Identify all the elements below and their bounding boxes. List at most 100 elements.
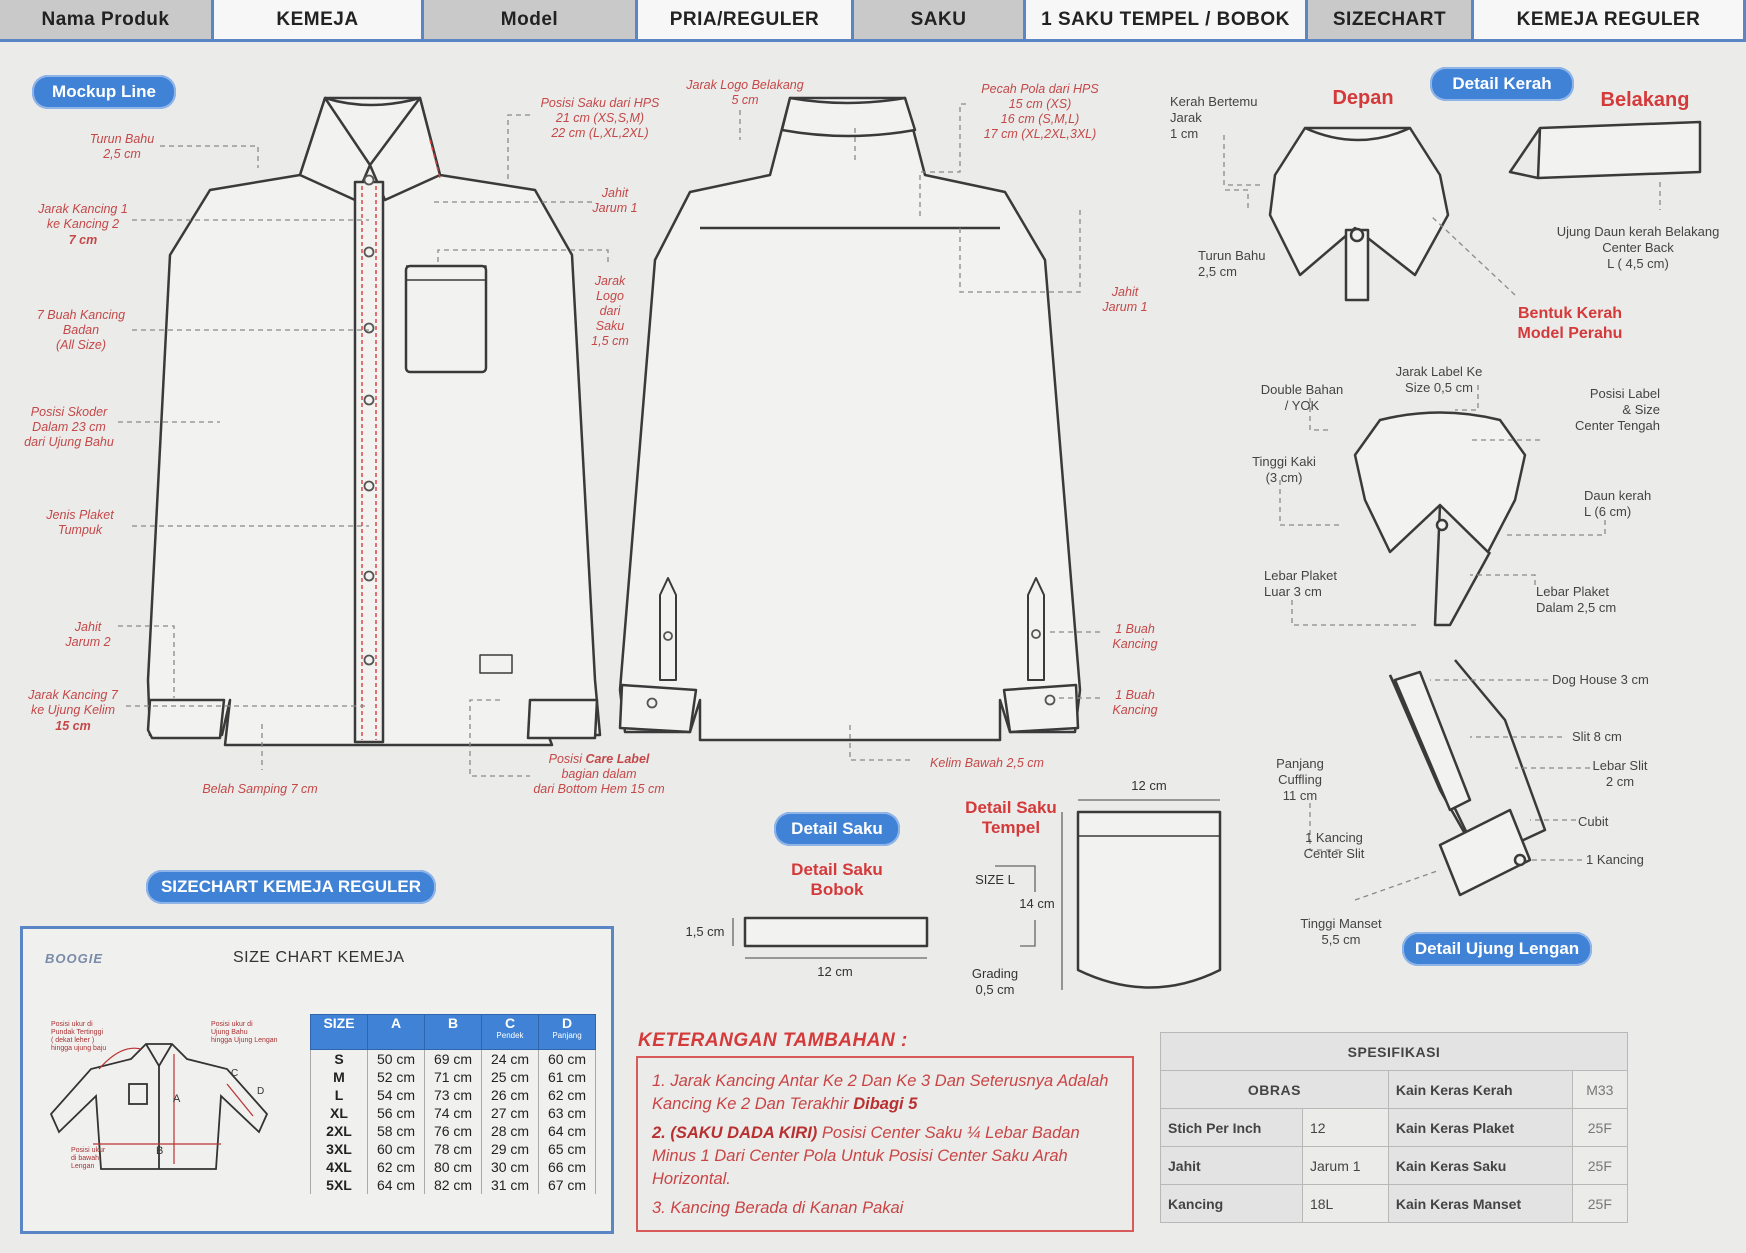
size-l-label: SIZE L bbox=[975, 872, 1015, 887]
keterangan-box: 1. Jarak Kancing Antar Ke 2 Dan Ke 3 Dan… bbox=[636, 1056, 1134, 1232]
size-cell: 62 cm bbox=[367, 1158, 425, 1176]
front-shirt-drawing bbox=[146, 96, 602, 747]
size-cell: 2XL bbox=[310, 1122, 368, 1140]
dog-house-label: Dog House 3 cm bbox=[1552, 672, 1649, 687]
jahit-jarum1-back-label: Jahit Jarum 1 bbox=[1102, 285, 1148, 314]
saku-bobok-title: Detail Saku Bobok bbox=[791, 860, 883, 899]
tinggi-manset-label: Tinggi Manset 5,5 cm bbox=[1300, 916, 1382, 947]
size-cell: 24 cm bbox=[481, 1049, 539, 1068]
size-col-header: B bbox=[424, 1014, 482, 1050]
header-cell-3: PRIA/REGULER bbox=[638, 0, 854, 39]
size-cell: 69 cm bbox=[424, 1049, 482, 1068]
pecah-pola-label: Pecah Pola dari HPS 15 cm (XS) 16 cm (S,… bbox=[981, 82, 1099, 141]
turun-bahu-label: Turun Bahu 2,5 cm bbox=[89, 132, 155, 161]
ket-item-2: Posisi Center Saku ¼ Lebar Badan Minus 1… bbox=[652, 1124, 1080, 1188]
kancing-slit-label: 1 Kancing Center Slit bbox=[1303, 830, 1365, 861]
collar-back-drawing bbox=[1508, 120, 1702, 180]
kancing1-label: 1 Buah Kancing bbox=[1112, 622, 1158, 651]
size-cell: 67 cm bbox=[538, 1176, 596, 1194]
spec-cell: Jahit bbox=[1160, 1146, 1303, 1185]
size-note-2: Posisi ukur di Ujung Bahu hingga Ujung L… bbox=[211, 1021, 278, 1044]
belah-samping-label: Belah Samping 7 cm bbox=[202, 782, 318, 796]
size-cell: 63 cm bbox=[538, 1104, 596, 1122]
size-cell: 28 cm bbox=[481, 1122, 539, 1140]
care-post: bagian dalam dari Bottom Hem 15 cm bbox=[533, 767, 665, 796]
spec-cell: Kain Keras Plaket bbox=[1387, 1108, 1573, 1147]
tempel-height-label: 14 cm bbox=[1019, 896, 1055, 911]
slit-label: Slit 8 cm bbox=[1572, 729, 1622, 744]
sleeve-cuff-drawing bbox=[1388, 659, 1547, 897]
cubit-label: Cubit bbox=[1578, 814, 1609, 829]
spec-title: SPESIFIKASI bbox=[1160, 1032, 1628, 1071]
collar-front-drawing bbox=[1268, 126, 1450, 302]
size-cell: 76 cm bbox=[424, 1122, 482, 1140]
header-cell-5: 1 SAKU TEMPEL / BOBOK bbox=[1026, 0, 1308, 39]
size-cell: 52 cm bbox=[367, 1068, 425, 1086]
size-cell: 62 cm bbox=[538, 1086, 596, 1104]
detail-ujung-lengan-pill: Detail Ujung Lengan bbox=[1402, 932, 1592, 966]
grading-label: Grading 0,5 cm bbox=[971, 966, 1019, 997]
spec-obras: OBRAS bbox=[1160, 1070, 1389, 1109]
daun-kerah-label: Daun kerah L (6 cm) bbox=[1584, 488, 1652, 519]
turun-bahu-kerah-label: Turun Bahu 2,5 cm bbox=[1198, 248, 1266, 279]
size-chart-shirt-drawing: A B C D bbox=[49, 1043, 269, 1170]
spec-cell: 25F bbox=[1571, 1146, 1629, 1185]
size-cell: 27 cm bbox=[481, 1104, 539, 1122]
size-col-header: SIZE bbox=[310, 1014, 368, 1050]
mockup-line-pill: Mockup Line bbox=[32, 75, 176, 109]
bentuk-kerah-label: Bentuk Kerah Model Perahu bbox=[1517, 305, 1623, 342]
size-cell: 26 cm bbox=[481, 1086, 539, 1104]
size-cell: 80 cm bbox=[424, 1158, 482, 1176]
size-note-3: Posisi ukur di bawah Lengan bbox=[71, 1147, 106, 1170]
panjang-cuffling-label: Panjang Cuffling 11 cm bbox=[1276, 756, 1324, 803]
size-cell: 25 cm bbox=[481, 1068, 539, 1086]
size-cell: 66 cm bbox=[538, 1158, 596, 1176]
bobok-height-label: 1,5 cm bbox=[685, 924, 725, 939]
size-cell: 54 cm bbox=[367, 1086, 425, 1104]
lebar-slit-label: Lebar Slit 2 cm bbox=[1592, 758, 1648, 789]
sizechart-pill: SIZECHART KEMEJA REGULER bbox=[146, 870, 436, 904]
size-cell: 61 cm bbox=[538, 1068, 596, 1086]
spec-kerah-key: Kain Keras Kerah bbox=[1387, 1070, 1573, 1109]
size-cell: 65 cm bbox=[538, 1140, 596, 1158]
spec-cell: Kain Keras Manset bbox=[1387, 1184, 1573, 1223]
size-cell: S bbox=[310, 1049, 368, 1068]
jahit-jarum2-label: Jahit Jarum 2 bbox=[65, 620, 111, 649]
bobok-width-label: 12 cm bbox=[817, 964, 853, 979]
back-shirt-drawing bbox=[618, 96, 1082, 742]
size-col-header-text: D bbox=[561, 1015, 573, 1031]
kelim-bawah-label: Kelim Bawah 2,5 cm bbox=[930, 756, 1044, 770]
size-cell: 60 cm bbox=[538, 1049, 596, 1068]
size-note-1: Posisi ukur di Pundak Tertinggi ( dekat … bbox=[51, 1021, 107, 1052]
size-cell: L bbox=[310, 1086, 368, 1104]
size-col-header-text: A bbox=[390, 1015, 402, 1031]
size-cell: 30 cm bbox=[481, 1158, 539, 1176]
header-cell-0: Nama Produk bbox=[0, 0, 214, 39]
size-col-header-text: B bbox=[447, 1015, 459, 1031]
ket-item-1: 1. Jarak Kancing Antar Ke 2 Dan Ke 3 Dan… bbox=[652, 1072, 1109, 1113]
collar-inner-drawing bbox=[1353, 411, 1527, 627]
logo-belakang-label: Jarak Logo Belakang 5 cm bbox=[686, 78, 804, 107]
depan-label: Depan bbox=[1332, 87, 1394, 109]
brand-logo: BOOGIE bbox=[45, 951, 104, 966]
size-cell: 56 cm bbox=[367, 1104, 425, 1122]
saku-tempel-title: Detail Saku Tempel bbox=[965, 798, 1057, 837]
size-col-header-text: C bbox=[504, 1015, 516, 1031]
double-bahan-label: Double Bahan / YOK bbox=[1260, 382, 1344, 413]
logo-saku-label: Jarak Logo dari Saku 1,5 cm bbox=[591, 274, 629, 348]
saku-tempel-drawing bbox=[1076, 810, 1222, 989]
ujung-daun-label: Ujung Daun kerah Belakang Center Back L … bbox=[1556, 224, 1720, 271]
size-cell: 71 cm bbox=[424, 1068, 482, 1086]
size-col-header-text: SIZE bbox=[323, 1015, 355, 1031]
spec-cell: Stich Per Inch bbox=[1160, 1108, 1303, 1147]
detail-kerah-pill: Detail Kerah bbox=[1430, 67, 1574, 101]
size-cell: 74 cm bbox=[424, 1104, 482, 1122]
size-cell: 78 cm bbox=[424, 1140, 482, 1158]
